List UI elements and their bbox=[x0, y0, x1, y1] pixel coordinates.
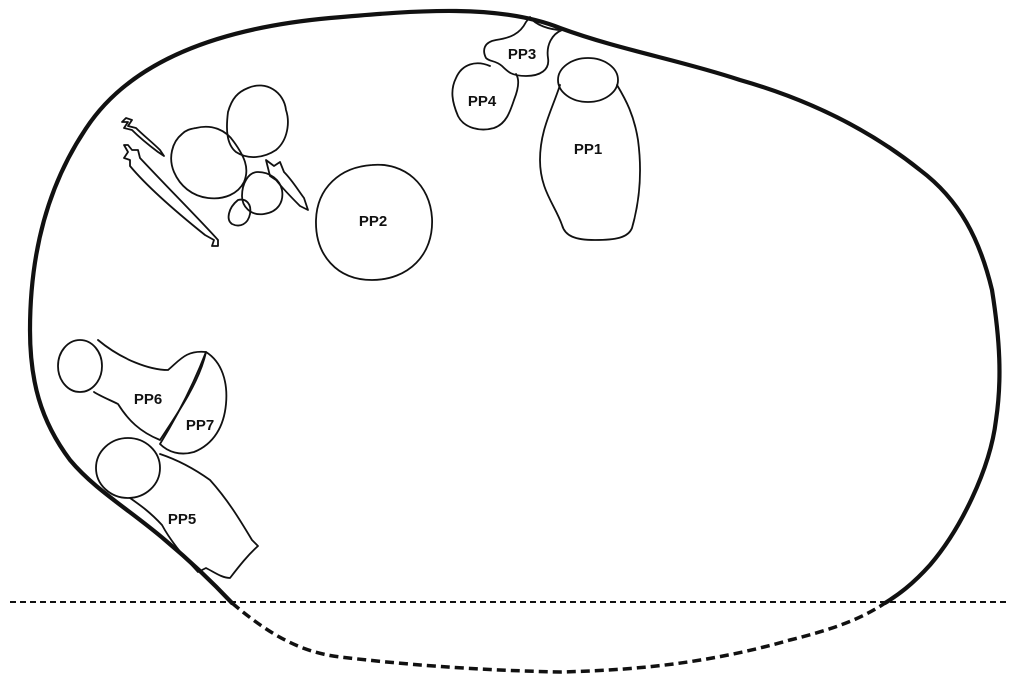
pp5-label: PP5 bbox=[168, 511, 196, 528]
small-fragment bbox=[265, 159, 309, 211]
pp2-shape bbox=[315, 163, 433, 281]
stone-small bbox=[241, 171, 284, 216]
short-fragment bbox=[121, 117, 165, 157]
stone-middle bbox=[170, 125, 248, 200]
pp3-label: PP3 bbox=[508, 46, 536, 63]
pp5-end bbox=[95, 437, 161, 499]
pp1-shape bbox=[539, 84, 641, 241]
pp4-label: PP4 bbox=[468, 93, 497, 110]
pp4-shape bbox=[451, 62, 520, 131]
pp2-label: PP2 bbox=[359, 213, 387, 230]
stone-tiny bbox=[227, 198, 252, 227]
pp1-top bbox=[557, 57, 619, 103]
long-fragment bbox=[123, 144, 219, 247]
stone-upper bbox=[226, 84, 289, 158]
pp6-end bbox=[57, 339, 103, 393]
pit-outline-projected bbox=[230, 601, 886, 674]
pp1-label: PP1 bbox=[574, 141, 602, 158]
pp7-shape bbox=[159, 351, 228, 455]
pit-outline bbox=[27, 8, 1002, 606]
pp6-label: PP6 bbox=[134, 391, 162, 408]
pp3-shape bbox=[483, 16, 563, 77]
pp5-shape bbox=[129, 453, 259, 579]
pp7-label: PP7 bbox=[186, 417, 214, 434]
pp6-shape bbox=[93, 339, 207, 441]
